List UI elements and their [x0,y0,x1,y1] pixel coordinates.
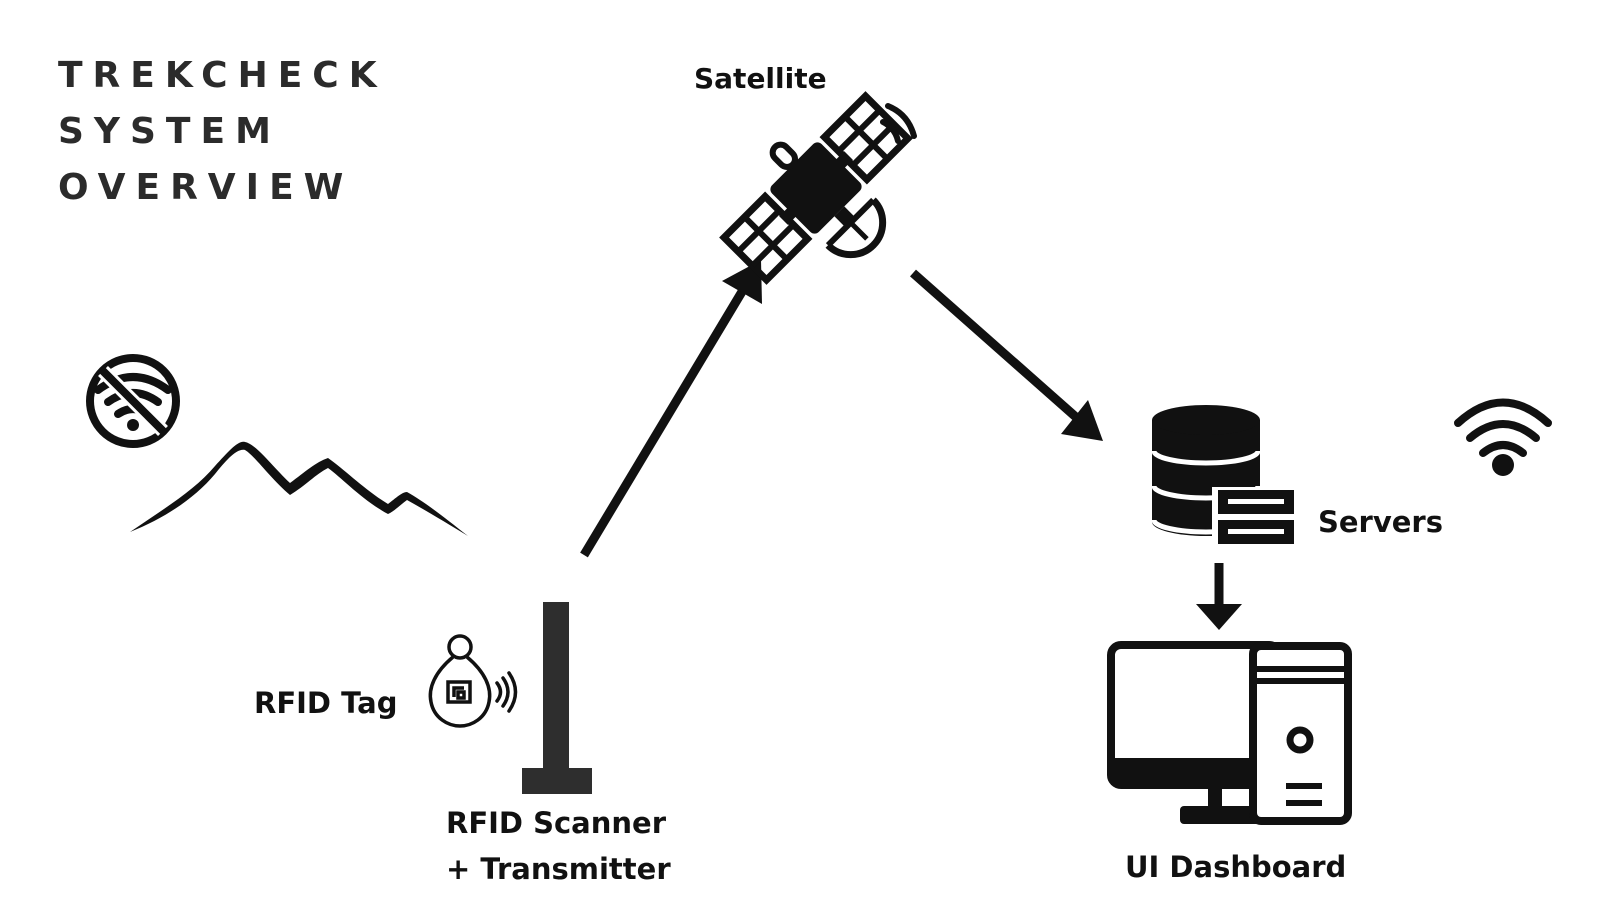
uplink-arrow [580,260,762,558]
title-line-3: OVERVIEW [58,167,354,208]
servers-to-dashboard-arrow [1196,563,1242,630]
rfid-scanner-label-line1: RFID Scanner [446,806,667,840]
satellite-label: Satellite [694,62,827,95]
rfid-scanner-icon [522,602,592,794]
title-line-2: SYSTEM [58,111,281,152]
dashboard-label: UI Dashboard [1125,850,1347,884]
rfid-scanner-label-line2: + Transmitter [446,852,671,886]
no-wifi-icon [86,354,180,448]
mountain-icon [130,441,468,536]
title-line-1: TREKCHECK [58,55,387,96]
satellite-icon [719,91,917,285]
downlink-arrow [910,269,1103,441]
servers-label: Servers [1318,505,1443,539]
wifi-icon [1454,398,1552,476]
desktop-computer-icon [1107,641,1352,825]
rfid-tag-label: RFID Tag [254,686,398,720]
database-server-icon [1151,405,1297,547]
rfid-tag-icon [428,634,518,728]
